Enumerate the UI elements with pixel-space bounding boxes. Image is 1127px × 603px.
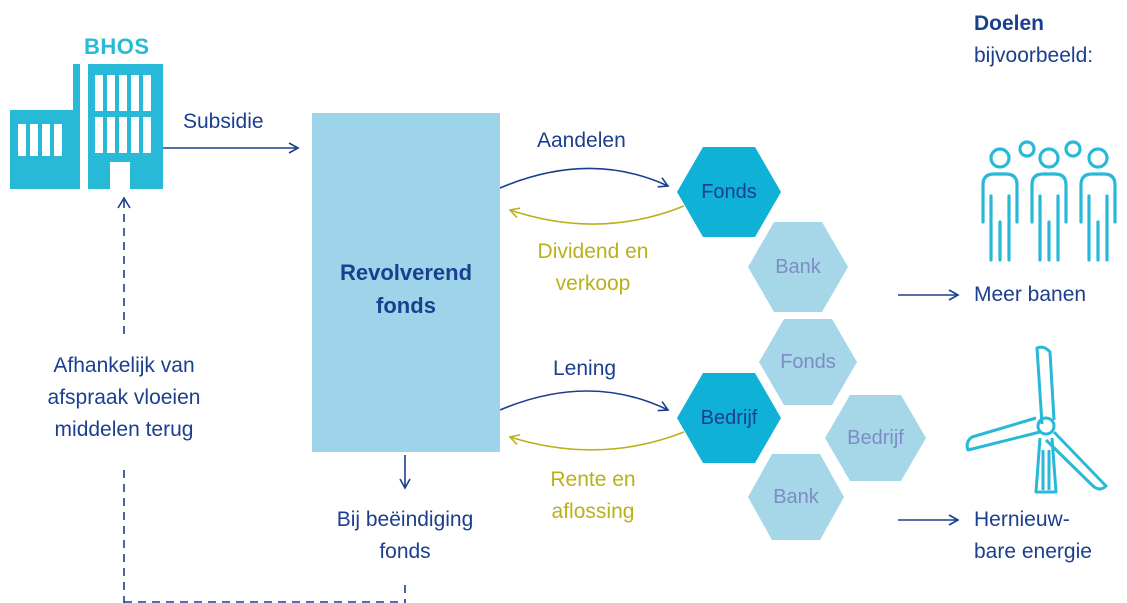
rente-label: Rente en aflossing <box>518 464 668 528</box>
hexagon-bank-2-label: Bank <box>773 486 819 508</box>
subsidie-label: Subsidie <box>183 110 264 133</box>
rente-line2: aflossing <box>551 500 635 523</box>
afhankelijk-line2: afspraak vloeien <box>47 386 201 409</box>
afhankelijk-label: Afhankelijk van afspraak vloeien middele… <box>14 350 234 446</box>
hexagon-bank-1-label: Bank <box>775 256 821 278</box>
hexagon-fonds-primary-label: Fonds <box>701 181 757 203</box>
hexagon-bank-1 <box>748 222 848 312</box>
return-dashed-path <box>123 200 406 603</box>
goal-meer-banen: Meer banen <box>974 283 1087 306</box>
afhankelijk-line3: middelen terug <box>54 418 194 441</box>
revolverend-fonds-label: Revolverend fonds <box>312 256 500 322</box>
afhankelijk-line1: Afhankelijk van <box>53 354 195 377</box>
people-icon <box>981 140 1117 262</box>
building-icon <box>10 64 163 189</box>
rente-arrow <box>508 431 685 451</box>
goal-hernieuwbare-energie: Hernieuw- bare energie <box>974 504 1092 568</box>
hexagon-bedrijf-2 <box>825 395 926 481</box>
aandelen-label: Aandelen <box>537 129 626 152</box>
beeindiging-line1: Bij beëindiging <box>336 508 474 531</box>
beeindiging-label: Bij beëindiging fonds <box>300 504 510 568</box>
dividend-line1: Dividend en <box>537 240 649 263</box>
hexagon-fonds-2 <box>759 319 857 405</box>
dividend-line2: verkoop <box>555 272 631 295</box>
doelen-title: Doelen <box>974 12 1045 35</box>
beeindiging-line2: fonds <box>379 540 431 563</box>
doelen-header: Doelen bijvoorbeeld: <box>974 8 1093 72</box>
revolverend-fonds-box <box>312 113 500 452</box>
aandelen-arrow <box>499 167 670 189</box>
revolverend-fonds-line2: fonds <box>376 293 436 318</box>
return-arrow-head <box>117 196 131 209</box>
rente-line1: Rente en <box>550 468 636 491</box>
hexagon-bedrijf-primary-label: Bedrijf <box>700 407 758 429</box>
hexagon-fonds-primary <box>677 147 781 237</box>
bhos-label: BHOS <box>84 34 150 59</box>
doelen-subtitle: bijvoorbeeld: <box>974 44 1094 67</box>
lening-arrow <box>499 390 670 412</box>
hexagon-bank-2 <box>748 454 844 540</box>
lening-label: Lening <box>553 357 617 380</box>
dividend-arrow <box>508 205 685 225</box>
wind-turbine-icon <box>965 345 1108 494</box>
hexagon-bedrijf-primary <box>677 373 781 463</box>
goal-energie-line2: bare energie <box>974 540 1092 563</box>
goal-energie-line1: Hernieuw- <box>974 508 1070 531</box>
dividend-label: Dividend en verkoop <box>518 236 668 300</box>
revolverend-fonds-line1: Revolverend <box>339 260 473 285</box>
hexagon-bedrijf-2-label: Bedrijf <box>847 427 904 449</box>
hexagon-fonds-2-label: Fonds <box>780 351 836 373</box>
